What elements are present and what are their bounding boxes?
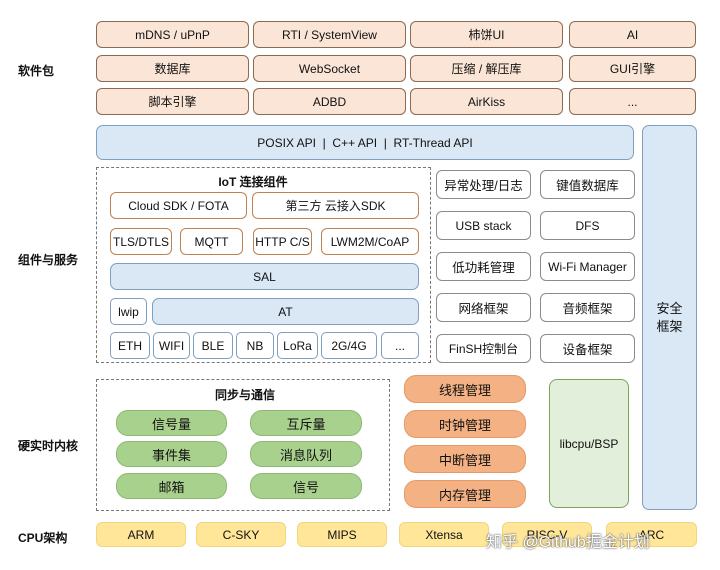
- sync-semaphore: 信号量: [116, 410, 227, 436]
- service-dfs: DFS: [540, 211, 635, 240]
- iot-at: AT: [152, 298, 419, 325]
- link-lora: LoRa: [277, 332, 318, 359]
- pkg-airkiss: AirKiss: [410, 88, 563, 115]
- pkg-more: ...: [569, 88, 696, 115]
- layer-label-components: 组件与服务: [18, 253, 79, 267]
- pkg-persimmon-ui: 柿饼UI: [410, 21, 563, 48]
- service-device-framework: 设备框架: [540, 334, 635, 363]
- cpu-xtensa: Xtensa: [399, 522, 489, 547]
- sync-message-queue: 消息队列: [250, 441, 362, 467]
- layer-label-software: 软件包: [18, 64, 55, 78]
- cpu-arm: ARM: [96, 522, 186, 547]
- link-eth: ETH: [110, 332, 150, 359]
- iot-lwm2m-coap: LWM2M/CoAP: [321, 228, 419, 255]
- iot-sal: SAL: [110, 263, 419, 290]
- kernel-memory-mgmt: 内存管理: [404, 480, 526, 508]
- cpu-arc: ARC: [606, 522, 697, 547]
- pkg-websocket: WebSocket: [253, 55, 406, 82]
- iot-tls-dtls: TLS/DTLS: [110, 228, 172, 255]
- pkg-database: 数据库: [96, 55, 249, 82]
- iot-title: IoT 连接组件: [218, 175, 288, 189]
- service-low-power: 低功耗管理: [436, 252, 531, 281]
- service-audio-framework: 音频框架: [540, 293, 635, 322]
- pkg-adbd: ADBD: [253, 88, 406, 115]
- link-nb: NB: [236, 332, 274, 359]
- link-wifi: WIFI: [153, 332, 190, 359]
- pkg-script-engine: 脚本引擎: [96, 88, 249, 115]
- cpu-risc-v: RISC-V: [502, 522, 592, 547]
- pkg-compression: 压缩 / 解压库: [410, 55, 563, 82]
- sync-mutex: 互斥量: [250, 410, 362, 436]
- pkg-gui-engine: GUI引擎: [569, 55, 696, 82]
- iot-cloud-sdk-fota: Cloud SDK / FOTA: [110, 192, 247, 219]
- api-bar: POSIX API | C++ API | RT-Thread API: [96, 125, 634, 160]
- service-kv-database: 键值数据库: [540, 170, 635, 199]
- link-2g-4g: 2G/4G: [321, 332, 377, 359]
- iot-mqtt: MQTT: [180, 228, 243, 255]
- cpu-mips: MIPS: [297, 522, 387, 547]
- sync-signal: 信号: [250, 473, 362, 499]
- kernel-clock-mgmt: 时钟管理: [404, 410, 526, 438]
- service-usb-stack: USB stack: [436, 211, 531, 240]
- layer-label-kernel: 硬实时内核: [18, 439, 79, 453]
- iot-third-party-cloud-sdk: 第三方 云接入SDK: [252, 192, 419, 219]
- pkg-ai: AI: [569, 21, 696, 48]
- kernel-interrupt-mgmt: 中断管理: [404, 445, 526, 473]
- sync-communication-area: [96, 379, 390, 511]
- watermark: 知乎 @Github掘金计划: [486, 534, 650, 551]
- layer-label-cpu: CPU架构: [18, 531, 68, 545]
- security-framework: 安全 框架: [642, 125, 697, 510]
- sync-mailbox: 邮箱: [116, 473, 227, 499]
- sync-title: 同步与通信: [214, 388, 276, 402]
- service-wifi-manager: Wi-Fi Manager: [540, 252, 635, 281]
- libcpu-bsp: libcpu/BSP: [549, 379, 629, 508]
- link-more: ...: [381, 332, 419, 359]
- cpu-c-sky: C-SKY: [196, 522, 286, 547]
- iot-lwip: lwip: [110, 298, 147, 325]
- pkg-rti-systemview: RTI / SystemView: [253, 21, 406, 48]
- link-ble: BLE: [193, 332, 233, 359]
- pkg-mdns-upnp: mDNS / uPnP: [96, 21, 249, 48]
- service-network-framework: 网络框架: [436, 293, 531, 322]
- service-finsh-console: FinSH控制台: [436, 334, 531, 363]
- iot-connectivity-area: [96, 167, 431, 363]
- kernel-thread-mgmt: 线程管理: [404, 375, 526, 403]
- sync-event-set: 事件集: [116, 441, 227, 467]
- service-exception-log: 异常处理/日志: [436, 170, 531, 199]
- iot-http-cs: HTTP C/S: [253, 228, 312, 255]
